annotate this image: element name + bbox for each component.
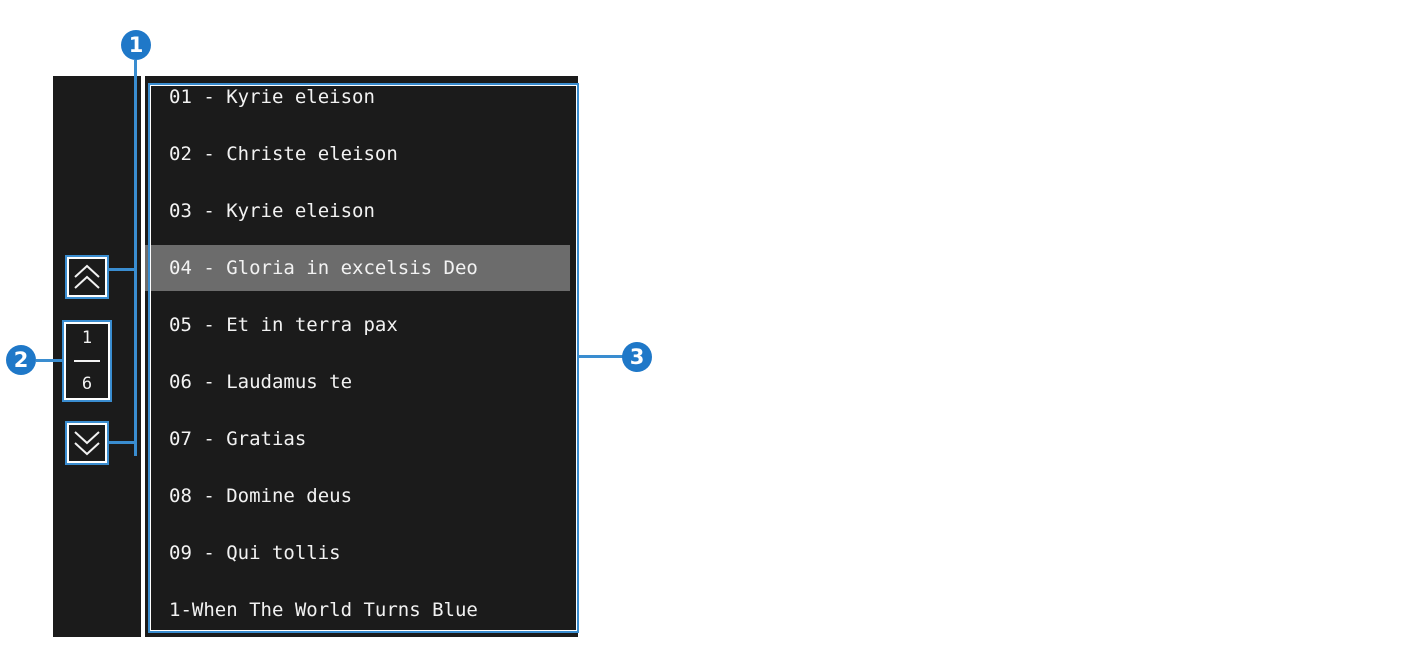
page-fraction-line <box>74 360 100 362</box>
callout-1-down-connector <box>109 441 136 444</box>
callout-badge-3: 3 <box>622 342 652 372</box>
page-up-button[interactable] <box>65 255 109 299</box>
track-item-02[interactable]: 02 - Christe eleison <box>169 143 398 165</box>
track-item-07[interactable]: 07 - Gratias <box>169 428 307 450</box>
double-chevron-up-icon <box>74 264 100 289</box>
callout-2-connector <box>36 359 63 362</box>
callout-badge-2: 2 <box>6 345 36 375</box>
double-chevron-down-icon <box>74 431 100 456</box>
track-list[interactable]: 01 - Kyrie eleison 02 - Christe eleison … <box>145 76 578 637</box>
page-indicator: 1 6 <box>62 320 112 402</box>
sidebar-divider <box>141 76 145 637</box>
total-pages-number: 6 <box>81 374 93 394</box>
callout-1-vertical-line <box>134 60 137 456</box>
track-item-04-selected[interactable]: 04 - Gloria in excelsis Deo <box>145 245 570 291</box>
callout-3-connector <box>578 355 624 358</box>
current-page-number: 1 <box>81 328 93 348</box>
track-item-06[interactable]: 06 - Laudamus te <box>169 371 353 393</box>
callout-1-up-connector <box>109 268 136 271</box>
track-item-01[interactable]: 01 - Kyrie eleison <box>169 86 375 108</box>
callout-badge-1: 1 <box>121 30 151 60</box>
track-item-08[interactable]: 08 - Domine deus <box>169 485 353 507</box>
track-item-03[interactable]: 03 - Kyrie eleison <box>169 200 375 222</box>
track-item-05[interactable]: 05 - Et in terra pax <box>169 314 398 336</box>
track-item-10[interactable]: 1-When The World Turns Blue <box>169 599 478 621</box>
track-list-callout-outline <box>148 83 579 633</box>
track-item-09[interactable]: 09 - Qui tollis <box>169 542 341 564</box>
page-down-button[interactable] <box>65 421 109 465</box>
